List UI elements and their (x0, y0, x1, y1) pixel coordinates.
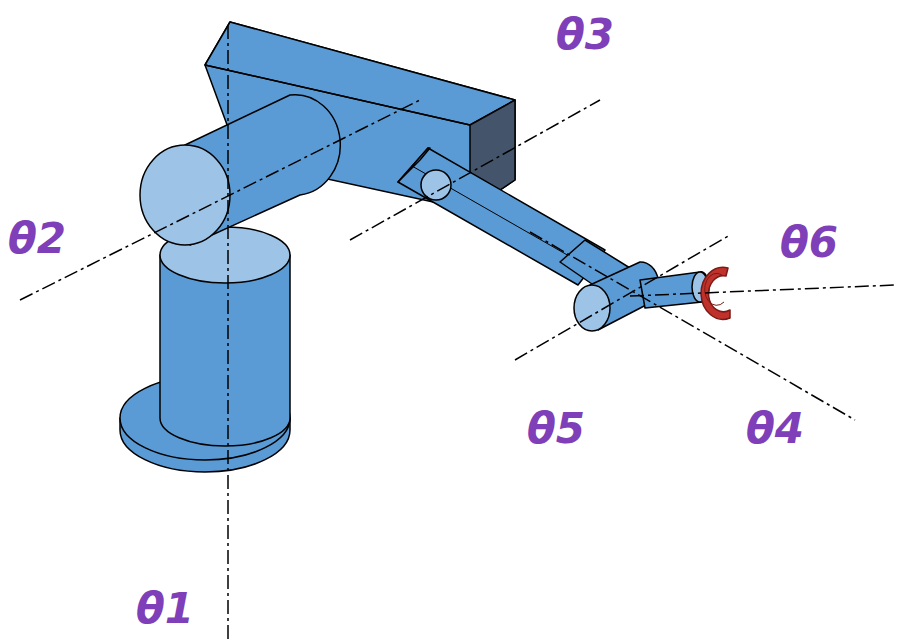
joint-angle-label: θ1 (136, 588, 194, 630)
joint-angle-label: θ2 (8, 218, 66, 260)
joint-angle-label: θ3 (556, 14, 614, 56)
joint-angle-label: θ5 (527, 408, 585, 450)
joint-angle-label: θ4 (746, 408, 804, 450)
joint-angle-label: θ6 (780, 222, 838, 264)
